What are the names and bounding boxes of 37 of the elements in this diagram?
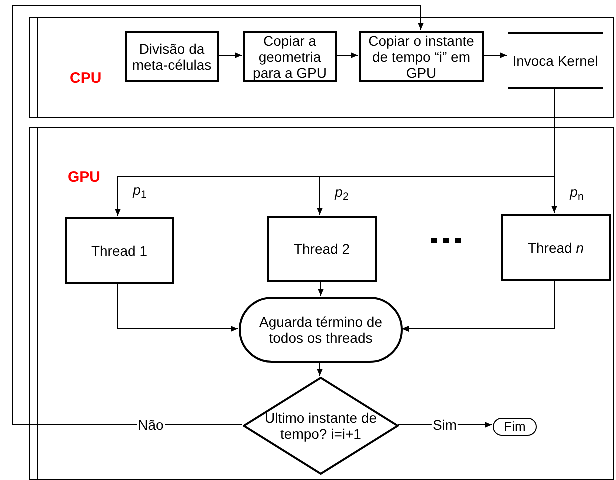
- node-label: Ultimo instante de tempo? i=i+1: [264, 410, 378, 442]
- edge-label: Sim: [432, 417, 458, 433]
- process-box: [65, 217, 174, 284]
- lane-label: CPU: [70, 69, 102, 89]
- terminal-shape: [493, 418, 537, 436]
- node-label: Copiar o instante de tempo “i” em GPU: [368, 32, 476, 80]
- connector-arrow: [552, 88, 558, 214]
- connector-arrow: [336, 52, 358, 58]
- node-label: Thread 2: [292, 241, 352, 257]
- node-label: Fim: [504, 419, 526, 435]
- edge-label: Não: [137, 417, 165, 433]
- edge-label: p$_{n}$: [570, 184, 584, 200]
- process-box: [125, 31, 219, 82]
- connector-arrow: [12, 6, 424, 426]
- process-lines: [508, 32, 603, 89]
- swimlane: [29, 17, 614, 118]
- swimlane: [29, 127, 614, 480]
- node-label: Divisão da meta-células: [131, 40, 213, 72]
- connector-arrow: [118, 282, 238, 332]
- connector-arrow: [317, 362, 323, 376]
- edge-label: p$_{2}$: [335, 184, 349, 200]
- edge-label: p$_{1}$: [133, 182, 147, 198]
- connector-arrow: [318, 280, 324, 296]
- process-box: [243, 31, 337, 82]
- node-label: Thread n: [526, 240, 586, 256]
- node-label: Copiar a geometria para a GPU: [252, 32, 328, 80]
- connector-arrow: [218, 52, 242, 58]
- process-box: [267, 216, 377, 282]
- decision-diamond: [243, 377, 399, 475]
- process-box: [359, 31, 484, 82]
- process-box: [501, 214, 611, 281]
- node-label: Thread 1: [90, 242, 149, 258]
- connector-arrow: [482, 52, 508, 58]
- lane-label: GPU: [68, 168, 101, 188]
- connector-arrow: [402, 280, 556, 332]
- node-label: Aguarda término de todos os threads: [258, 314, 384, 346]
- node-label: Invoca Kernel: [512, 52, 600, 68]
